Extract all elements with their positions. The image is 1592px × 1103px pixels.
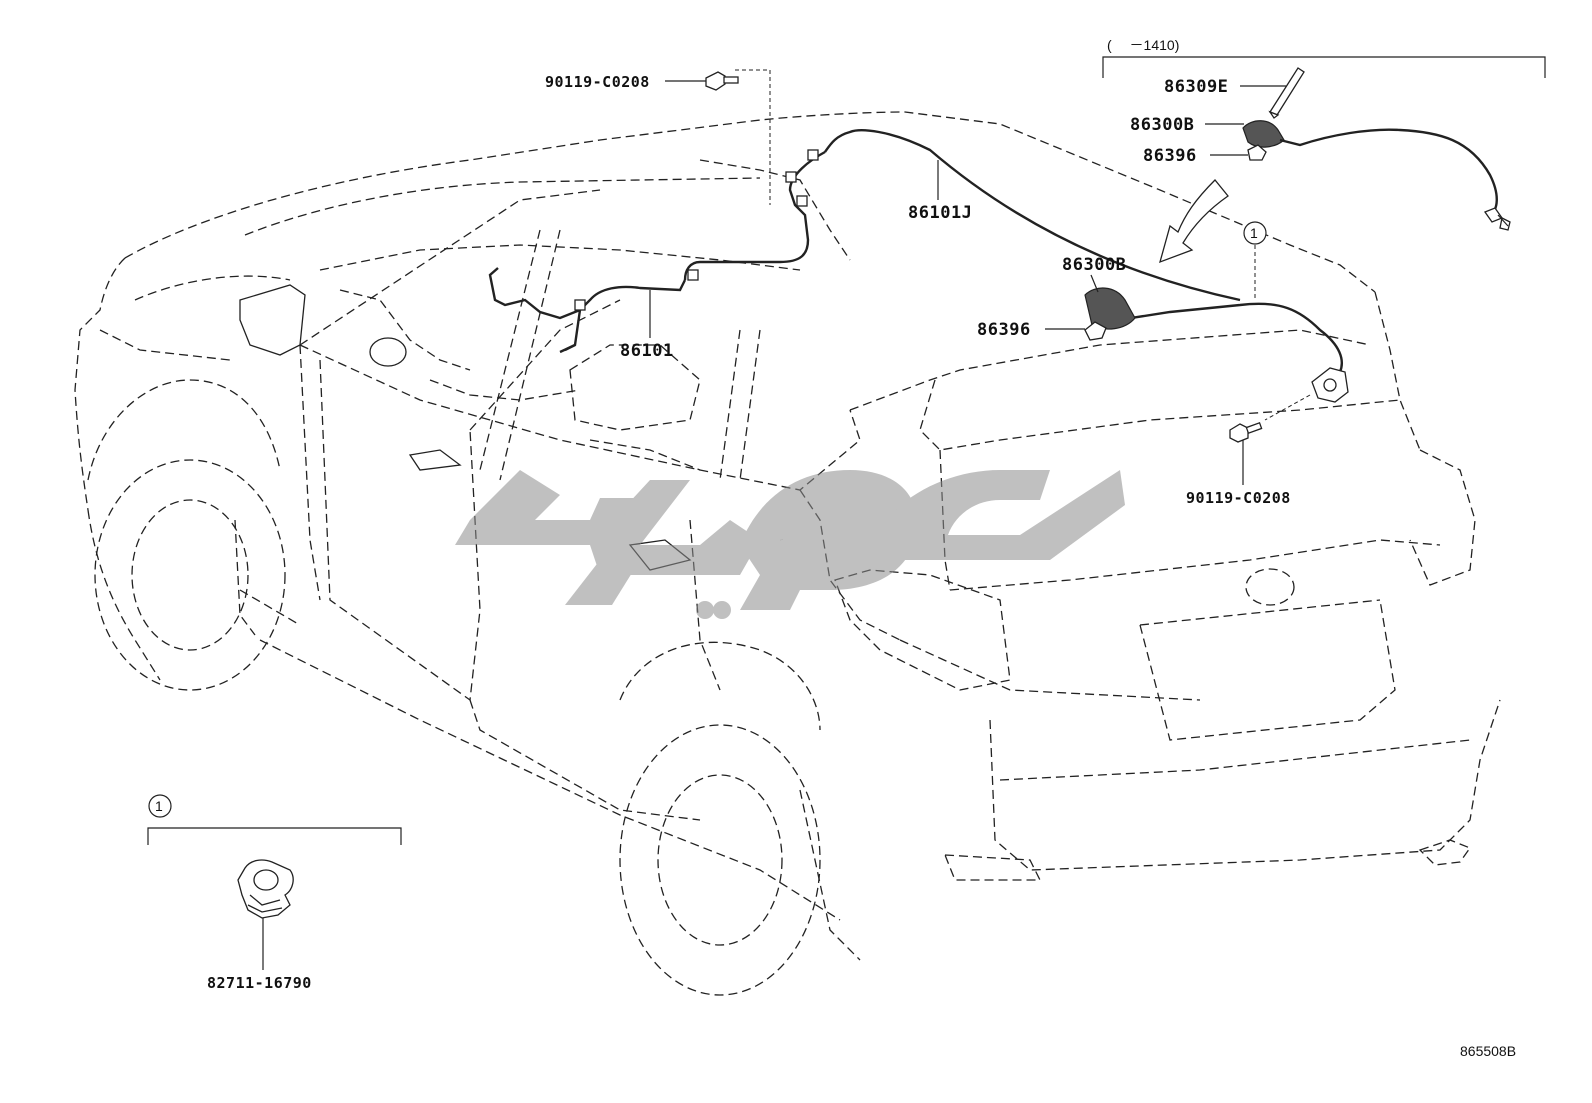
leader-lines (649, 80, 1286, 485)
label-cord-main: 86101 (620, 341, 674, 361)
part-labels: 90119-C0208 86309E 86300B 86396 86101J 8… (207, 73, 1516, 1059)
pad-icon (1084, 321, 1107, 341)
clamp-detail: 1 (147, 794, 402, 970)
label-antenna-base: 86300B (1062, 255, 1126, 275)
label-bolt-top: 90119-C0208 (545, 73, 650, 91)
antenna-amplifier-icon (1311, 367, 1349, 403)
label-rod-antenna: 86309E (1164, 77, 1228, 97)
vehicle-body (74, 111, 1501, 996)
callout-marker-vehicle: 1 (1243, 221, 1267, 245)
label-antenna-base-detail: 86300B (1130, 115, 1194, 135)
diagram-id: 865508B (1460, 1043, 1516, 1059)
antenna-cord (488, 69, 1343, 421)
bolt-rear-icon (1229, 421, 1263, 443)
label-clamp: 82711-16790 (207, 974, 312, 992)
assembly-arrow-icon (1159, 179, 1229, 264)
watermark-logo: ادبوق (455, 470, 1125, 619)
label-cord-roof: 86101J (908, 203, 972, 223)
label-bolt-rear: 90119-C0208 (1186, 489, 1291, 507)
antenna-detail: ( －1410) (1102, 37, 1546, 231)
watermark-text: ادبوق (780, 539, 783, 541)
detail-marker: 1 (155, 798, 163, 814)
antenna-base-icon (1084, 287, 1136, 330)
bolt-top-icon (705, 71, 739, 91)
svg-text:1: 1 (1250, 225, 1258, 241)
clamp-icon (237, 859, 294, 919)
label-pad-detail: 86396 (1143, 146, 1197, 166)
range-bracket-label: ( －1410) (1107, 37, 1179, 53)
label-pad: 86396 (977, 320, 1031, 340)
